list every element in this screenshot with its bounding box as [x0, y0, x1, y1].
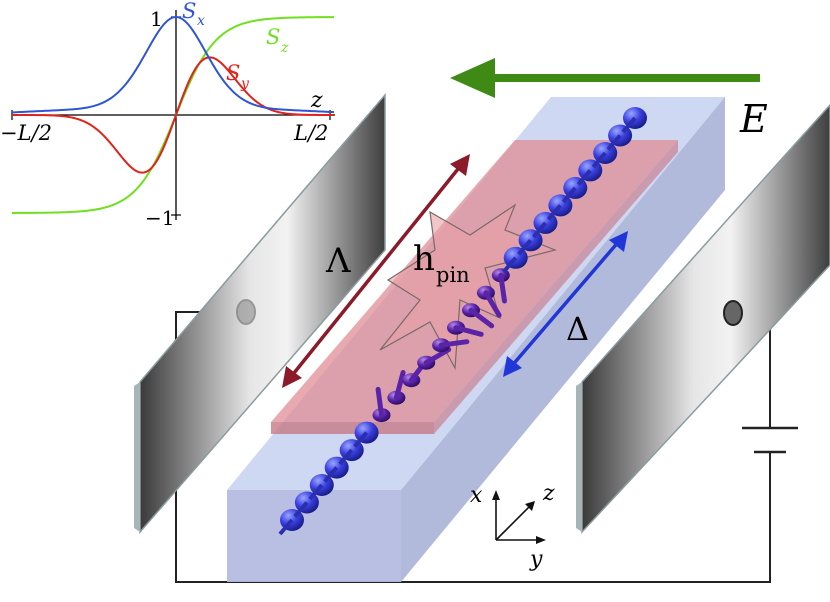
- spin-arrow: [576, 169, 592, 186]
- spin-arrow: [338, 448, 354, 466]
- sy-legend: S: [226, 61, 240, 85]
- spin-arrow: [278, 518, 294, 536]
- inset-tick-top: 1: [150, 7, 163, 31]
- delta-label: Δ: [566, 310, 589, 348]
- spin-arrow: [621, 116, 637, 134]
- axes-triad: [492, 490, 546, 544]
- left-electrode-contact: [236, 299, 256, 325]
- spin-arrow: [293, 501, 309, 518]
- sy-legend-sub: y: [240, 76, 250, 92]
- spin-arrow: [375, 386, 384, 418]
- axis-y-label: y: [529, 547, 543, 572]
- spin-arrow: [606, 134, 622, 151]
- inset-tick-bottom: −1: [145, 206, 174, 230]
- h-pin-label: h: [413, 239, 435, 279]
- spin-arrow: [423, 347, 452, 366]
- right-electrode-contact: [723, 300, 743, 326]
- spin-arrow: [353, 431, 369, 448]
- spin-arrow: [546, 204, 562, 221]
- inset-x-right: L/2: [293, 121, 328, 145]
- sx-legend-sub: x: [197, 13, 205, 29]
- spin-arrow: [468, 307, 495, 329]
- spin-arrow: [517, 238, 533, 256]
- right-electrode-plate: [576, 103, 830, 534]
- spin-arrow: [531, 221, 548, 239]
- axis-x-label: x: [470, 483, 483, 508]
- spin-arrow: [498, 272, 507, 304]
- battery-icon: [742, 426, 798, 454]
- sz-legend: S: [266, 25, 280, 49]
- sx-curve: [11, 15, 335, 114]
- lambda-arrow: [282, 154, 470, 388]
- inset-x-left: −L/2: [0, 121, 52, 145]
- spin-arrow: [308, 483, 324, 501]
- electric-field-arrow: [450, 58, 760, 98]
- field-label: E: [739, 97, 768, 141]
- spin-arrow: [591, 151, 607, 169]
- spin-arrow: [502, 256, 518, 274]
- sz-legend-sub: z: [280, 40, 289, 56]
- spin-arrow: [323, 466, 339, 483]
- spin-arrow: [483, 290, 502, 318]
- inset-profile-plot: 1 −1 −L/2 L/2 z S x S y S z: [0, 0, 335, 230]
- spin-arrow: [438, 339, 470, 348]
- delta-arrow: [503, 231, 628, 377]
- axis-z-label: z: [542, 481, 555, 506]
- h-pin-subscript: pin: [436, 263, 470, 287]
- sx-legend: S: [182, 0, 196, 23]
- spin-arrow: [453, 325, 484, 337]
- sy-curve: [12, 56, 334, 174]
- inset-axis-var: z: [310, 88, 323, 113]
- lambda-label: Λ: [325, 241, 351, 281]
- spin-chain: [278, 107, 647, 536]
- spin-arrow: [561, 186, 577, 204]
- left-electrode-plate: [134, 92, 386, 535]
- spin-arrow: [393, 370, 406, 401]
